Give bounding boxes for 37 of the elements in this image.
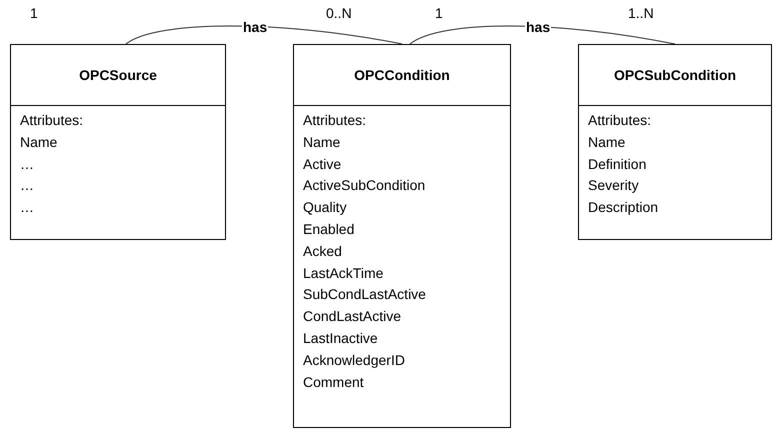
attribute-name: LastAckTime xyxy=(303,264,384,283)
class-box xyxy=(293,44,511,428)
attribute-name: Severity xyxy=(588,176,639,196)
attribute-name: … xyxy=(20,154,34,174)
multiplicity-label: 1 xyxy=(435,6,443,20)
multiplicity-label: 0..N xyxy=(326,6,352,20)
attribute-name: Active xyxy=(303,154,342,174)
class-box xyxy=(10,44,226,240)
attribute-name: Description xyxy=(588,198,658,218)
multiplicity-label: 1 xyxy=(30,6,38,20)
attribute-name: … xyxy=(20,198,34,218)
association-line xyxy=(410,26,676,44)
attribute-name: Quality xyxy=(303,198,347,218)
attribute-name: Name xyxy=(588,132,626,152)
class-name: OPCSource xyxy=(79,66,157,84)
attribute-name: AcknowledgerID xyxy=(303,350,405,370)
class-box xyxy=(578,44,772,240)
attribute-name: Acked xyxy=(303,242,342,261)
attribute-name: … xyxy=(20,176,34,196)
class-name: OPCSubCondition xyxy=(614,66,736,84)
multiplicity-label: 1..N xyxy=(628,6,654,20)
class-name: OPCCondition xyxy=(354,66,450,84)
attribute-name: CondLastActive xyxy=(303,307,402,326)
section-heading: Attributes: xyxy=(588,111,652,130)
section-heading: Attributes: xyxy=(303,111,366,130)
section-heading: Attributes: xyxy=(20,111,84,130)
attribute-name: Comment xyxy=(303,372,364,392)
association-line xyxy=(126,26,402,44)
attribute-name: Definition xyxy=(588,154,646,174)
attribute-name: SubCondLastActive xyxy=(303,285,426,304)
attribute-name: Name xyxy=(20,132,58,152)
edge-label: has xyxy=(242,20,268,34)
attribute-name: LastInactive xyxy=(303,328,378,348)
attribute-name: Name xyxy=(303,132,340,152)
attribute-name: Enabled xyxy=(303,220,354,239)
attribute-name: ActiveSubCondition xyxy=(303,176,426,196)
edge-label: has xyxy=(525,20,552,34)
